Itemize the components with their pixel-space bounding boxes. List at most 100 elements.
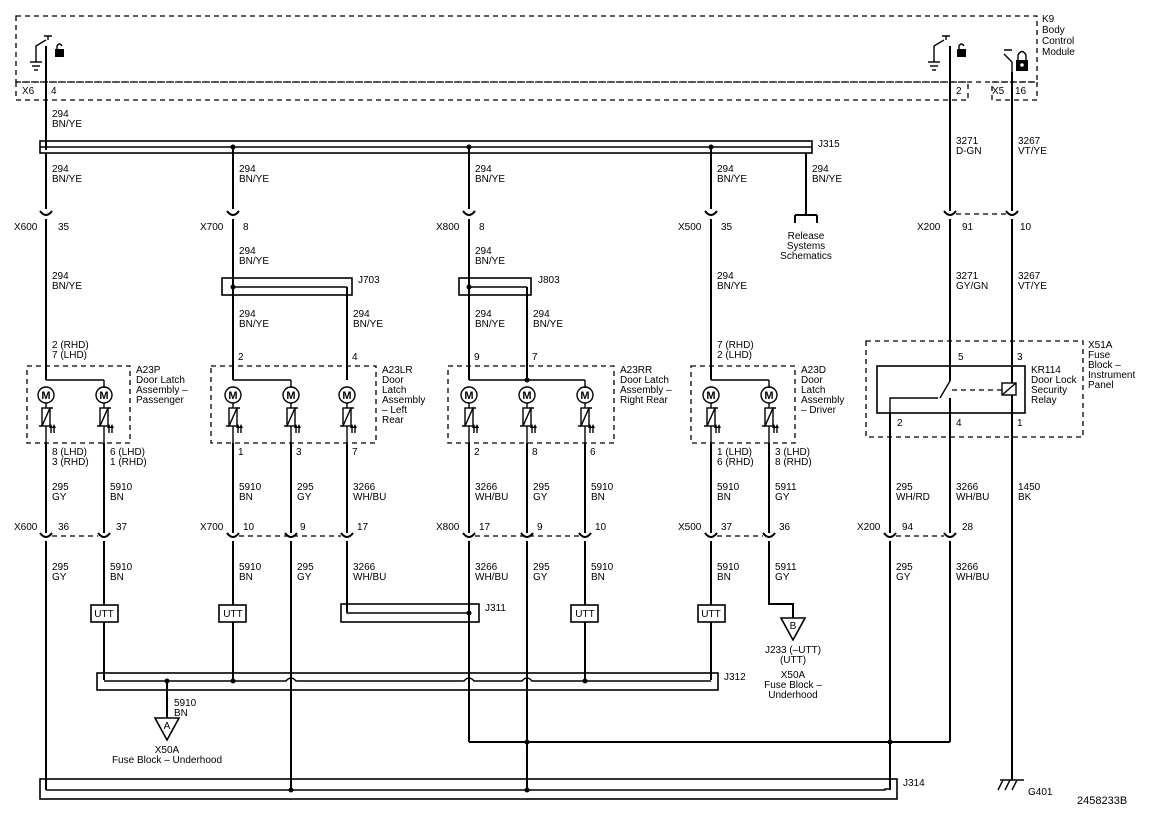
svg-text:3: 3 (296, 447, 302, 458)
svg-text:K9: K9 (1042, 14, 1055, 25)
svg-text:3266: 3266 (475, 562, 498, 573)
svg-text:WH/RD: WH/RD (896, 492, 930, 503)
release-systems-label: Release Systems Schematics (780, 231, 832, 262)
svg-text:Schematics: Schematics (780, 251, 832, 262)
svg-text:BN/YE: BN/YE (717, 281, 747, 292)
svg-text:3 (RHD): 3 (RHD) (52, 457, 89, 468)
svg-text:WH/BU: WH/BU (475, 572, 508, 583)
svg-text:BN/YE: BN/YE (52, 119, 82, 130)
svg-text:Latch: Latch (801, 385, 825, 396)
svg-text:3271: 3271 (956, 271, 979, 282)
svg-text:VT/YE: VT/YE (1018, 146, 1047, 157)
svg-text:Door: Door (382, 375, 404, 386)
svg-text:M: M (41, 390, 50, 402)
svg-text:Systems: Systems (787, 241, 825, 252)
svg-text:6 (RHD): 6 (RHD) (717, 457, 754, 468)
svg-text:X700: X700 (200, 222, 224, 233)
svg-text:5910: 5910 (717, 562, 740, 573)
reference-a-letter: A (164, 721, 171, 732)
svg-text:M: M (286, 390, 295, 402)
connector-label-x6: X6 (22, 86, 35, 97)
svg-text:5910: 5910 (717, 482, 740, 493)
svg-text:294: 294 (717, 164, 734, 175)
svg-text:Security: Security (1031, 385, 1067, 396)
splice-label-j314: J314 (903, 778, 925, 789)
svg-text:294: 294 (239, 309, 256, 320)
svg-text:1: 1 (238, 447, 244, 458)
svg-text:BN/YE: BN/YE (475, 174, 505, 185)
svg-text:GY: GY (533, 492, 548, 503)
svg-text:3: 3 (1017, 352, 1023, 363)
document-id: 2458233B (1077, 795, 1127, 807)
svg-text:295: 295 (297, 562, 314, 573)
svg-text:Right Rear: Right Rear (620, 395, 668, 406)
relay-contact (939, 380, 951, 399)
svg-text:3266: 3266 (956, 562, 979, 573)
svg-text:94: 94 (902, 522, 914, 533)
svg-text:BK: BK (1018, 492, 1032, 503)
svg-text:BN/YE: BN/YE (533, 319, 563, 330)
svg-text:9: 9 (474, 352, 480, 363)
svg-text:Rear: Rear (382, 415, 404, 426)
svg-text:295: 295 (52, 482, 69, 493)
svg-text:1 (LHD): 1 (LHD) (717, 447, 752, 458)
release-systems-tab (794, 214, 818, 223)
svg-text:WH/BU: WH/BU (353, 492, 386, 503)
svg-text:M: M (706, 390, 715, 402)
svg-text:8: 8 (532, 447, 538, 458)
svg-text:5910: 5910 (239, 482, 262, 493)
svg-text:5910: 5910 (110, 562, 133, 573)
splice-label-j315: J315 (818, 139, 840, 150)
svg-text:– Left: – Left (382, 405, 407, 416)
svg-text:UTT: UTT (701, 609, 720, 620)
svg-text:294: 294 (475, 246, 492, 257)
svg-text:X200: X200 (917, 222, 941, 233)
svg-text:BN: BN (591, 492, 605, 503)
svg-text:GY: GY (52, 572, 67, 583)
svg-text:M: M (580, 390, 589, 402)
svg-text:BN/YE: BN/YE (52, 174, 82, 185)
svg-text:5: 5 (958, 352, 964, 363)
svg-text:2 (RHD): 2 (RHD) (52, 340, 89, 351)
svg-text:294: 294 (717, 271, 734, 282)
inline-connector-upper (39, 210, 1019, 216)
svg-text:Instrument: Instrument (1088, 370, 1135, 381)
svg-text:M: M (99, 390, 108, 402)
svg-text:BN: BN (239, 572, 253, 583)
svg-text:BN/YE: BN/YE (52, 281, 82, 292)
svg-text:6: 6 (590, 447, 596, 458)
svg-text:10: 10 (243, 522, 255, 533)
component-a23d-box (690, 365, 796, 444)
svg-text:7: 7 (352, 447, 358, 458)
latch-motors: M M M M M M M M M M (37, 386, 779, 452)
svg-text:BN/YE: BN/YE (239, 319, 269, 330)
svg-text:Body: Body (1042, 25, 1065, 36)
splice-label-j312: J312 (724, 672, 746, 683)
svg-text:BN: BN (717, 492, 731, 503)
svg-text:Assembly –: Assembly – (136, 385, 188, 396)
svg-text:294: 294 (475, 309, 492, 320)
svg-text:A23D: A23D (801, 365, 826, 376)
svg-text:294: 294 (533, 309, 550, 320)
svg-text:Release: Release (788, 231, 825, 242)
component-a23lr-box (210, 365, 377, 444)
svg-text:GY: GY (297, 572, 312, 583)
svg-text:X800: X800 (436, 522, 460, 533)
bcm-x5-connector-box (991, 81, 1038, 101)
svg-text:VT/YE: VT/YE (1018, 281, 1047, 292)
svg-text:M: M (464, 390, 473, 402)
svg-text:3266: 3266 (353, 482, 376, 493)
svg-text:5911: 5911 (775, 562, 797, 573)
svg-text:BN/YE: BN/YE (717, 174, 747, 185)
svg-text:3266: 3266 (956, 482, 979, 493)
svg-text:A23RR: A23RR (620, 365, 652, 376)
svg-text:36: 36 (58, 522, 70, 533)
svg-text:GY/GN: GY/GN (956, 281, 988, 292)
